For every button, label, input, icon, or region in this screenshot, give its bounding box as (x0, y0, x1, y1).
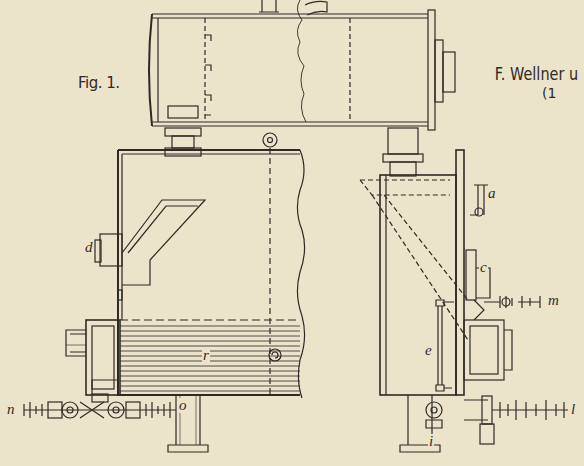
callout-letter: a (487, 186, 497, 201)
header-text: (1 (541, 86, 557, 100)
boiler-tube (120, 381, 300, 382)
boiler-tube (120, 336, 300, 337)
callout-letter: d (84, 240, 94, 255)
callout-letter: o (178, 398, 188, 413)
boiler-tube (120, 326, 300, 327)
boiler-tube (120, 331, 300, 332)
callout-letter: l (570, 402, 576, 417)
callout-letter: n (6, 402, 16, 417)
boiler-tube (120, 391, 300, 392)
boiler-tube (120, 356, 300, 357)
boiler-tube (120, 366, 300, 367)
boiler-tube (120, 376, 300, 377)
callout-letter: e (424, 343, 433, 358)
callout-letter: r (202, 348, 210, 363)
boiler-tube (120, 386, 300, 387)
header-text: F. Wellner u (494, 66, 579, 83)
figure-number: Fig. 1. (77, 76, 121, 91)
callout-letter: c (479, 260, 488, 275)
boiler-tube (120, 341, 300, 342)
callout-letter: i (428, 434, 434, 449)
boiler-tube (120, 371, 300, 372)
callout-letter: m (547, 293, 560, 308)
boiler-tube (120, 346, 300, 347)
boiler-tube (120, 351, 300, 352)
